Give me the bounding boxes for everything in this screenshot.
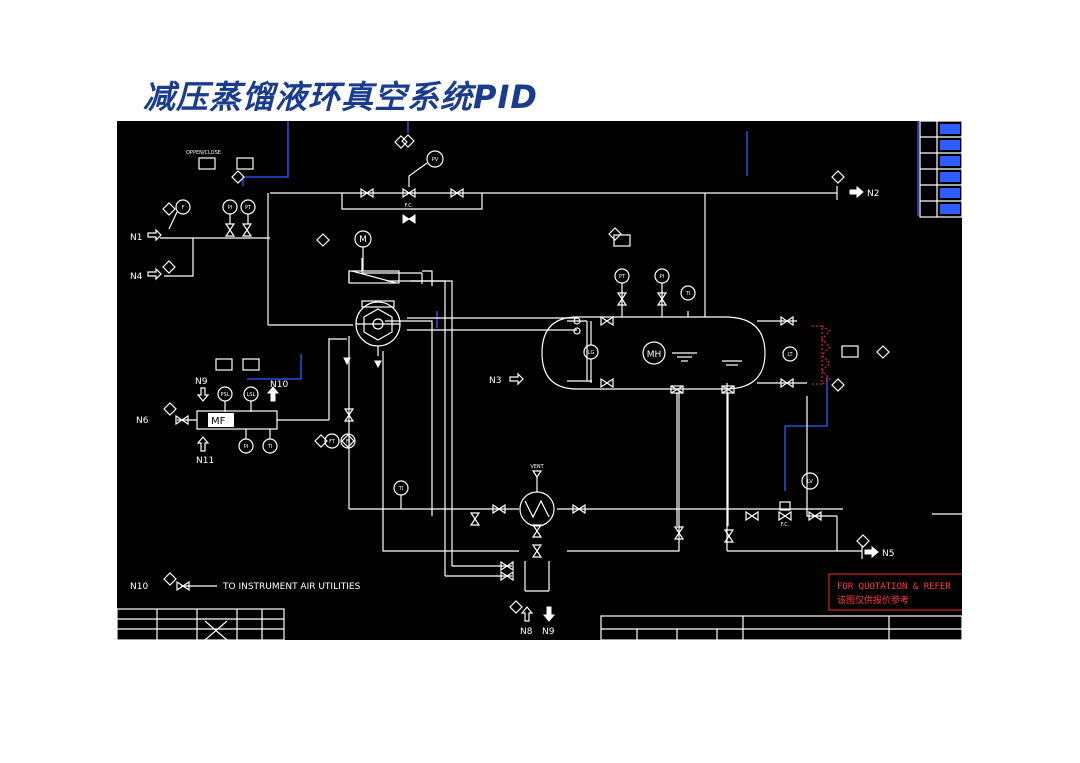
instrument-bubbles: F PI PT PT PI TI LG LT PSL LSL PI TI FT … xyxy=(168,199,798,509)
f-label: F xyxy=(182,205,185,211)
nozzle-n2: N2 xyxy=(867,189,879,199)
page-title: 减压蒸馏液环真空系统PID xyxy=(143,78,538,116)
heat-exchanger: VENT xyxy=(519,464,555,527)
nozzle-n10: N10 xyxy=(270,380,288,390)
process-lines xyxy=(160,192,962,592)
pid-canvas: MH M VENT xyxy=(117,121,962,640)
pi-label-1: PI xyxy=(228,205,233,211)
nozzle-n9-bottom: N9 xyxy=(542,627,555,637)
pv-label: PV xyxy=(432,157,439,163)
pid-drawing: MH M VENT xyxy=(117,121,962,640)
nozzle-n1: N1 xyxy=(130,233,142,243)
nozzle-arrows: N1 N4 N2 N3 N5 N6 N9 N10 N11 N10 TO INST… xyxy=(130,185,894,637)
lsl-label: LSL xyxy=(247,392,256,398)
mf-module: MF xyxy=(196,410,278,430)
vent-label: VENT xyxy=(530,464,544,470)
mh-label: MH xyxy=(647,350,662,360)
open-close-label: OPPEN/CLOSE xyxy=(186,150,221,156)
tubing-lines xyxy=(812,325,831,385)
lv-label: LV xyxy=(807,479,813,485)
lg-label: LG xyxy=(588,350,595,356)
nozzle-n9-top: N9 xyxy=(195,377,208,387)
liquid-ring-pump: M xyxy=(316,230,401,369)
nozzle-n3: N3 xyxy=(489,376,501,386)
lv-control-valve: LV F.C. xyxy=(779,472,819,528)
separator-vessel: MH xyxy=(541,316,766,526)
quotation-line-1: FOR QUOTATION & REFER xyxy=(837,582,951,592)
ti-label-3: TI xyxy=(398,486,404,492)
pv-control-valve: PV F.C. xyxy=(401,134,444,209)
signal-lines xyxy=(242,121,919,491)
pi-label-2: PI xyxy=(660,274,665,280)
mf-label: MF xyxy=(211,416,226,427)
nozzle-n6: N6 xyxy=(136,416,149,426)
indicator-boxes: OPPEN/CLOSE xyxy=(186,150,859,371)
air-utilities-note: TO INSTRUMENT AIR UTILITIES xyxy=(222,582,361,592)
nozzle-n4: N4 xyxy=(130,272,143,282)
quotation-line-2: 该图仅供报价参考 xyxy=(837,594,909,606)
nozzle-n11: N11 xyxy=(196,456,214,466)
lt-label: LT xyxy=(787,352,793,358)
nozzle-n10-bottom: N10 xyxy=(130,582,148,592)
psl-label: PSL xyxy=(221,392,230,398)
motor-m-label: M xyxy=(359,235,367,245)
fc-bottom-label: F.C. xyxy=(781,522,790,528)
nozzle-n5: N5 xyxy=(882,549,894,559)
valves xyxy=(175,187,822,592)
pt-label-2: PT xyxy=(619,274,626,280)
ti-label-2: TI xyxy=(267,444,273,450)
nozzle-n8: N8 xyxy=(520,627,533,637)
quotation-note: FOR QUOTATION & REFER 该图仅供报价参考 xyxy=(828,573,962,611)
pt-label-1: PT xyxy=(245,205,252,211)
diamond-markers xyxy=(162,135,890,614)
fc-top-label: F.C. xyxy=(405,203,414,209)
ft-label: FT xyxy=(329,439,336,445)
pi-label-3: PI xyxy=(244,444,249,450)
legend-strip xyxy=(919,121,962,218)
fi-label: FI xyxy=(346,439,350,445)
title-blocks xyxy=(117,608,962,640)
ti-label-1: TI xyxy=(685,291,691,297)
